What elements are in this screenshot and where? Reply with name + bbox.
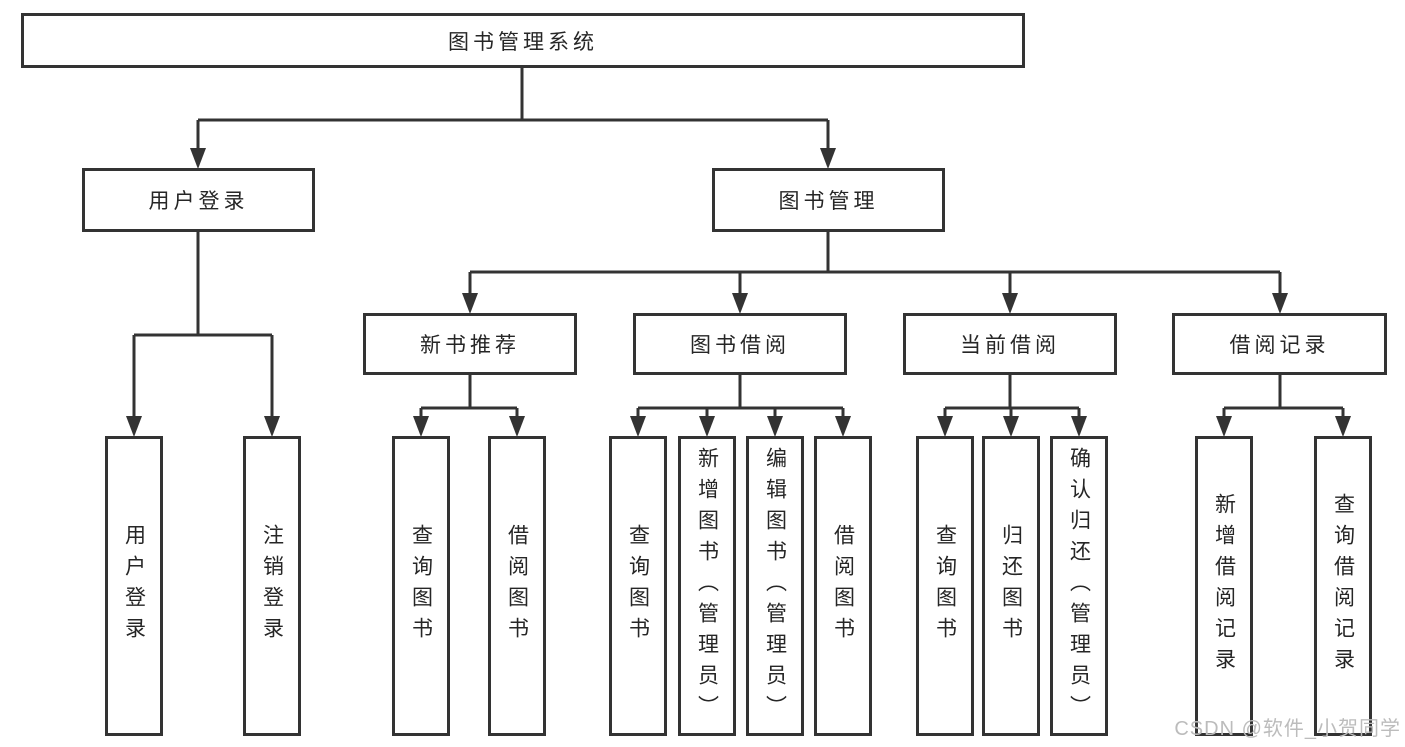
leaf-add-borrow-record: 新增借阅记录 (1195, 436, 1253, 736)
leaf-query-books: 查询图书 (392, 436, 450, 736)
node-current-borrowing: 当前借阅 (903, 313, 1117, 375)
node-book-borrowing: 图书借阅 (633, 313, 847, 375)
leaf-edit-book-admin: 编辑图书（管理员） (746, 436, 804, 736)
leaf-borrow-books-2: 借阅图书 (814, 436, 872, 736)
leaf-add-book-admin: 新增图书（管理员） (678, 436, 736, 736)
leaf-borrow-books: 借阅图书 (488, 436, 546, 736)
node-new-book-recommendation: 新书推荐 (363, 313, 577, 375)
leaf-confirm-return-admin: 确认归还（管理员） (1050, 436, 1108, 736)
leaf-logout: 注销登录 (243, 436, 301, 736)
leaf-query-borrow-record: 查询借阅记录 (1314, 436, 1372, 736)
watermark: CSDN @软件_小贺同学 (1174, 718, 1401, 740)
leaf-query-books-2: 查询图书 (609, 436, 667, 736)
leaf-user-login: 用户登录 (105, 436, 163, 736)
leaf-return-books: 归还图书 (982, 436, 1040, 736)
leaf-query-books-3: 查询图书 (916, 436, 974, 736)
node-book-management: 图书管理 (712, 168, 945, 232)
node-borrowing-records: 借阅记录 (1172, 313, 1387, 375)
node-user-login: 用户登录 (82, 168, 315, 232)
node-book-management-system: 图书管理系统 (21, 13, 1025, 68)
